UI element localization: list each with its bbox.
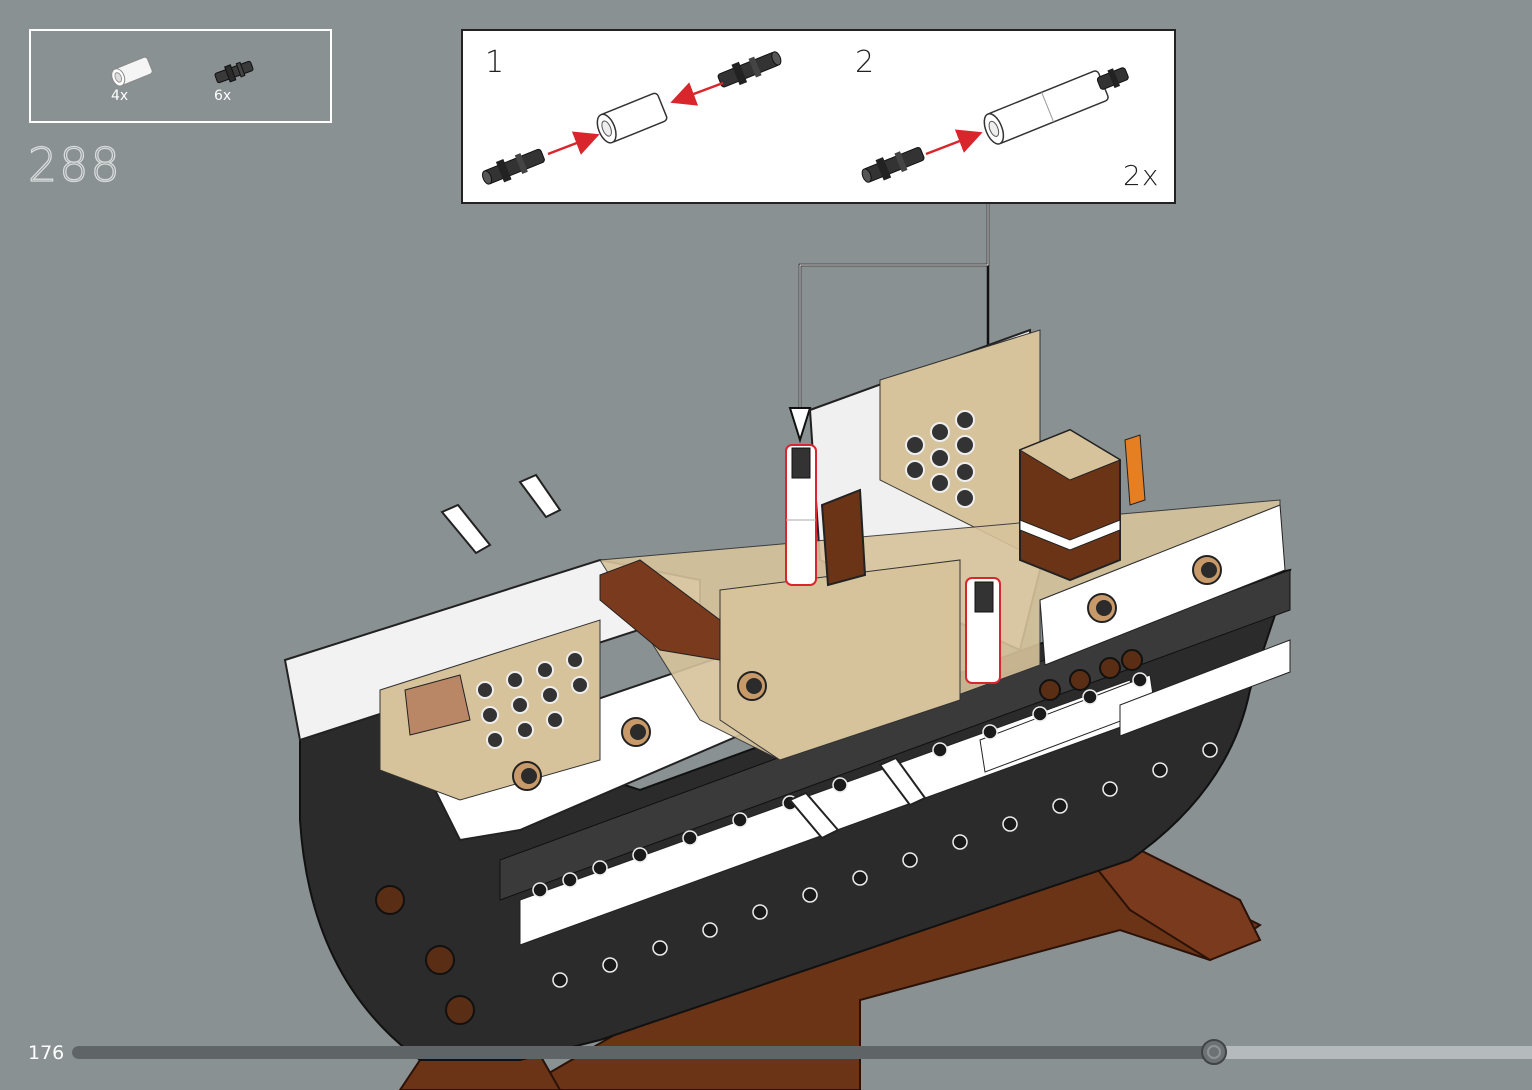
- progress-bar[interactable]: [72, 1046, 1532, 1059]
- progress-fill: [72, 1046, 1214, 1059]
- progress-handle[interactable]: [1201, 1039, 1227, 1065]
- page-number: 176: [28, 1042, 64, 1064]
- pointer-arrowhead-left: [790, 408, 810, 440]
